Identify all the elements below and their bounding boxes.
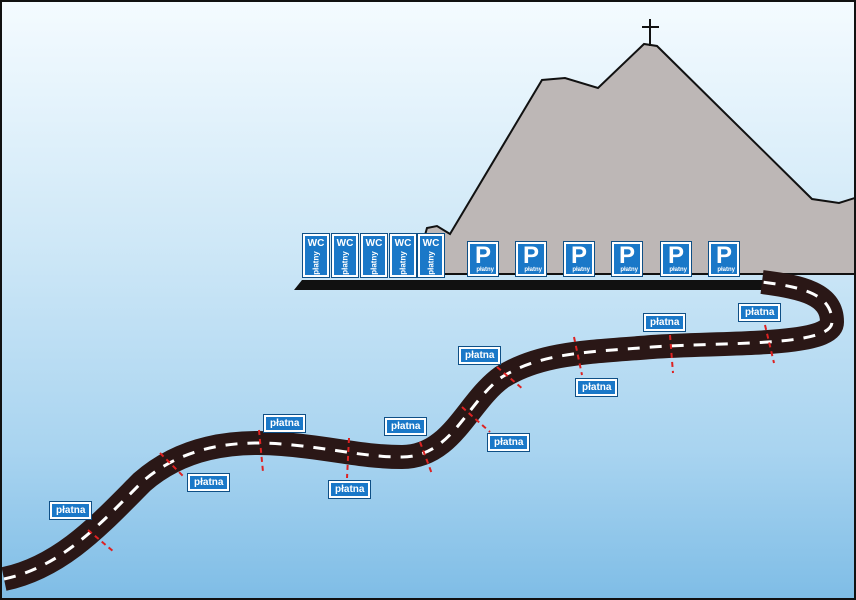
wc-sign-title: WC bbox=[394, 238, 412, 249]
wc-sign-sub: płatny bbox=[311, 251, 321, 275]
wc-sign-sub: płatny bbox=[369, 251, 379, 275]
wc-sign: WC płatny bbox=[390, 234, 416, 277]
wc-sign-sub: płatny bbox=[398, 251, 408, 275]
parking-sign-sub: płatny bbox=[620, 267, 638, 273]
toll-gate bbox=[461, 406, 491, 433]
toll-label: płatna bbox=[50, 502, 92, 519]
parking-strip bbox=[294, 280, 792, 290]
toll-gates bbox=[87, 324, 775, 553]
wc-sign-title: WC bbox=[336, 238, 354, 249]
wc-sign-title: WC bbox=[365, 238, 383, 249]
toll-label: płatna bbox=[188, 474, 230, 491]
toll-gate bbox=[764, 324, 775, 364]
parking-sign-title: P bbox=[522, 242, 539, 269]
toll-label: płatna bbox=[385, 418, 427, 435]
summit-cross-icon bbox=[642, 19, 659, 46]
parking-sign-sub: płatny bbox=[669, 267, 687, 273]
parking-sign-title: P bbox=[474, 242, 491, 269]
toll-gate bbox=[669, 334, 674, 374]
wc-sign: WC płatny bbox=[361, 234, 387, 277]
parking-sign-title: P bbox=[570, 242, 587, 269]
wc-sign: WC płatny bbox=[418, 234, 444, 277]
parking-sign-sub: płatny bbox=[476, 267, 494, 273]
wc-sign: WC płatny bbox=[332, 234, 358, 277]
toll-label: płatna bbox=[644, 314, 686, 331]
toll-gate bbox=[573, 336, 583, 376]
toll-gate bbox=[87, 529, 115, 553]
toll-label: płatna bbox=[329, 481, 371, 498]
parking-sign-title: P bbox=[715, 242, 732, 269]
wc-sign-sub: płatny bbox=[426, 251, 436, 275]
parking-sign-sub: płatny bbox=[524, 267, 542, 273]
toll-label: płatna bbox=[488, 434, 530, 451]
toll-gate bbox=[159, 452, 185, 478]
parking-sign-title: P bbox=[667, 242, 684, 269]
toll-label: płatna bbox=[576, 379, 618, 396]
mountain bbox=[412, 42, 854, 275]
toll-gate bbox=[258, 429, 264, 473]
toll-label: płatna bbox=[264, 415, 306, 432]
wc-sign: WC płatny bbox=[303, 234, 329, 277]
parking-sign-title: P bbox=[618, 242, 635, 269]
wc-sign-title: WC bbox=[307, 238, 325, 249]
toll-label: płatna bbox=[459, 347, 501, 364]
toll-label: płatna bbox=[739, 304, 781, 321]
parking-sign-sub: płatny bbox=[572, 267, 590, 273]
road-center-line bbox=[3, 280, 834, 581]
wc-sign-sub: płatny bbox=[340, 251, 350, 275]
toll-gate bbox=[419, 441, 433, 475]
wc-sign-title: WC bbox=[422, 238, 440, 249]
parking-sign-sub: płatny bbox=[717, 267, 735, 273]
toll-gate bbox=[346, 437, 350, 479]
toll-gate bbox=[496, 366, 525, 391]
